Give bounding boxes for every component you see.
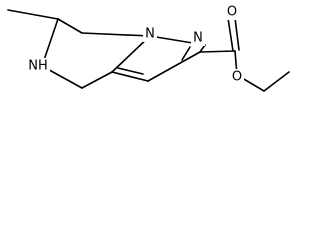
bond-c3-c3a-inner [117, 67, 144, 75]
bond-n2-c2 [199, 44, 206, 53]
atom-label-ester-o: O [232, 70, 242, 85]
atom-label-carbonyl-o: O [227, 5, 237, 20]
atom-label-n1: N [145, 27, 155, 42]
atom-label-n2: N [193, 31, 203, 46]
chemical-structure: N N NH O O [7, 4, 290, 92]
bond-c6-c7 [57, 18, 83, 34]
bond-c3a-c4 [81, 71, 113, 89]
bond-c7-n1 [81, 32, 151, 37]
atom-label-n5-nh: NH [28, 59, 48, 74]
bond-methyl [7, 9, 59, 20]
bond-carbonyl-double-2 [234, 17, 240, 51]
bond-carbonyl-double-1 [227, 17, 234, 52]
bond-c2-c3 [147, 51, 201, 82]
bond-c2-carbonyl [199, 50, 236, 53]
bond-ch2-ch3 [263, 71, 290, 92]
bond-c3-c3a [111, 71, 149, 82]
bond-n2-c2-inner [181, 46, 191, 61]
